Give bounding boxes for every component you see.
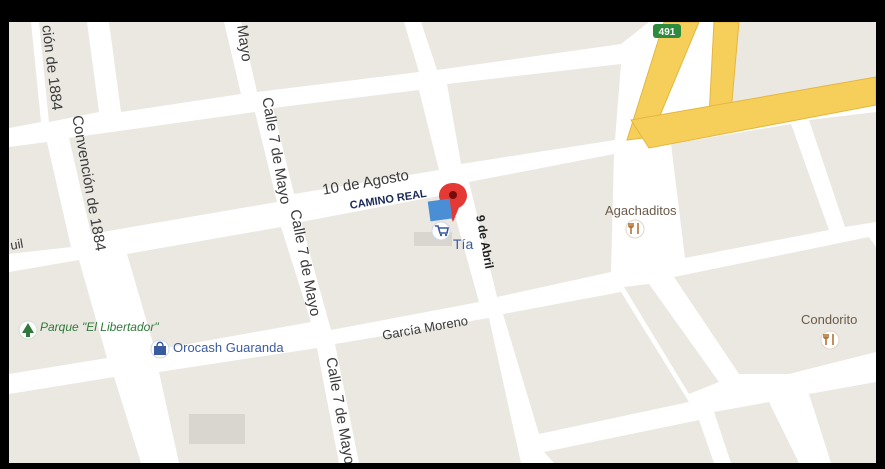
city-block [671, 124, 829, 258]
city-block [127, 227, 311, 350]
map-canvas[interactable]: 491 ción de 1884 [9, 22, 876, 463]
city-block [69, 112, 277, 234]
city-block [469, 154, 614, 297]
city-block [714, 402, 799, 463]
location-square [427, 198, 453, 222]
highway-491 [626, 22, 876, 149]
city-block [335, 318, 521, 463]
city-block [9, 142, 71, 254]
city-block [809, 112, 876, 227]
city-blocks [9, 22, 876, 463]
fork-knife-icon [625, 219, 645, 239]
place-label-orocash[interactable]: Orocash Guaranda [173, 340, 284, 355]
tree-icon [18, 320, 38, 340]
place-label-tia: Tía [453, 236, 474, 252]
gray-lot [189, 414, 245, 444]
city-block [447, 64, 621, 164]
fork-knife-icon [820, 330, 840, 350]
map-roads-layer: 491 [9, 22, 876, 463]
city-block [9, 377, 141, 463]
page-title: p [434, 0, 451, 17]
highway-shield-label: 491 [659, 27, 676, 38]
city-block [624, 284, 719, 394]
city-block [503, 292, 689, 434]
place-label-condorito: Condorito [801, 312, 858, 327]
map-pin-icon[interactable] [439, 183, 467, 222]
shopping-cart-icon [431, 221, 451, 241]
shopping-bag-icon [150, 339, 170, 359]
city-block [9, 260, 107, 374]
city-block [544, 420, 714, 463]
place-label-parque[interactable]: Parque "El Libertador" [40, 320, 159, 334]
city-block [109, 22, 241, 112]
city-block [241, 22, 419, 92]
city-block [9, 22, 41, 128]
place-label-agachaditos: Agachaditos [605, 203, 677, 218]
city-block [273, 90, 439, 194]
city-block [39, 22, 99, 122]
city-block [809, 382, 876, 463]
highway-shield: 491 [653, 24, 681, 38]
street-label: uil [9, 235, 25, 253]
city-block [421, 22, 649, 70]
